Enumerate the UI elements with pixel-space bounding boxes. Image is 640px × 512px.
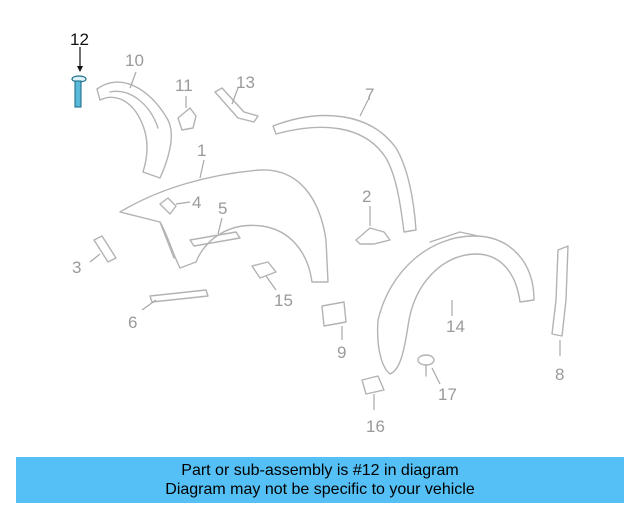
callout-8: 8 <box>555 365 564 384</box>
callout-4: 4 <box>192 193 201 212</box>
callout-6: 6 <box>128 313 137 332</box>
part-6-strip <box>141 289 209 311</box>
banner-line-2: Diagram may not be specific to your vehi… <box>165 481 475 498</box>
callout-2: 2 <box>362 187 371 206</box>
part-14-wheelhouse <box>376 231 535 375</box>
callout-1: 1 <box>197 141 206 160</box>
callout-7: 7 <box>365 85 374 104</box>
callout-10: 10 <box>125 51 144 70</box>
part-3-trim <box>89 235 117 263</box>
part-7-molding <box>272 99 417 233</box>
callout-3: 3 <box>72 258 81 277</box>
part-15-clip <box>251 261 277 291</box>
callout-13: 13 <box>236 73 255 92</box>
callout-9: 9 <box>337 343 346 362</box>
callout-5: 5 <box>218 199 227 218</box>
banner-line-1: Part or sub-assembly is #12 in diagram <box>181 462 459 479</box>
callout-16: 16 <box>366 417 385 436</box>
part-17-fastener <box>417 354 441 385</box>
part-4-clip <box>159 197 191 215</box>
part-11-bracket <box>177 96 197 131</box>
callout-15: 15 <box>274 291 293 310</box>
callout-17: 17 <box>438 385 457 404</box>
parts-diagram: 12 10 11 13 7 1 4 5 <box>70 30 569 436</box>
part-10-liner <box>96 71 172 179</box>
callout-12: 12 <box>70 30 89 49</box>
part-13-brace <box>214 87 259 123</box>
part-8-seal <box>551 245 569 356</box>
part-12-push-pin[interactable] <box>71 47 87 108</box>
part-2-bracket <box>355 206 391 245</box>
callout-11: 11 <box>175 76 193 95</box>
part-9-pad <box>321 301 347 340</box>
part-1-fender <box>119 159 329 283</box>
part-16-clip <box>361 375 385 410</box>
callout-14: 14 <box>446 317 465 336</box>
part-5-seal <box>189 217 241 247</box>
info-banner: Part or sub-assembly is #12 in diagram D… <box>16 457 624 503</box>
